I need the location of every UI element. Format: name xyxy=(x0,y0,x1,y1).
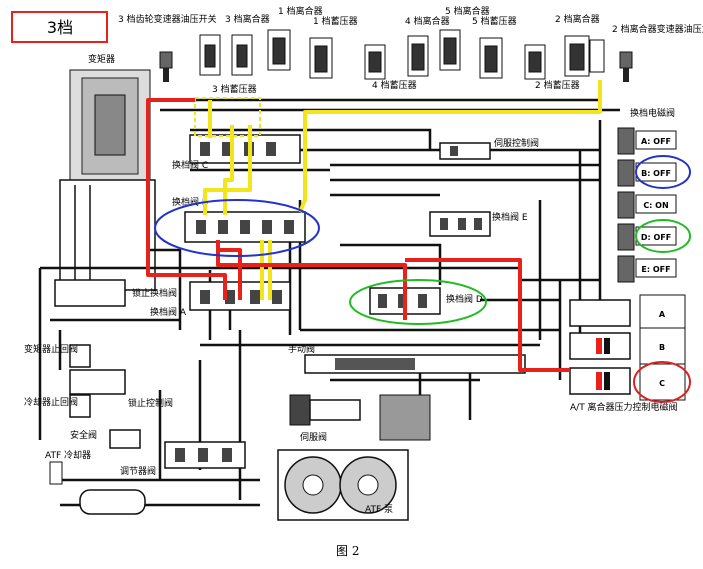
cpc-solenoid-b: B xyxy=(569,327,686,365)
servo-control-valve-label: 伺服控制阀 xyxy=(494,137,539,149)
torque-converter xyxy=(59,69,156,291)
accumulator1-label: 1 档蓄压器 xyxy=(313,15,358,27)
atf-pump xyxy=(277,449,409,521)
clutch2-pressure-switch-part xyxy=(619,51,633,82)
shift-valve-a-spools xyxy=(200,290,282,304)
servo-control-valve-spool xyxy=(450,146,458,156)
relief-valve xyxy=(109,429,141,449)
shift-solenoids-label: 换档电磁阀 xyxy=(630,107,675,119)
tc-check-valve-label: 变矩器止回阀 xyxy=(24,343,78,355)
torque-converter-label: 变矩器 xyxy=(88,53,115,65)
manual-valve-spool xyxy=(335,358,415,370)
lockup-control-valve-label: 锁止控制阀 xyxy=(128,397,173,409)
red-pressure-path xyxy=(146,98,570,372)
clutch4-label: 4 档离合器 xyxy=(405,15,450,27)
green-highlight-solenoid-d xyxy=(635,219,691,253)
yellow-pressure-path xyxy=(203,80,602,300)
accumulator4-label: 4 档蓄压器 xyxy=(372,79,417,91)
cpc-solenoid-a: A xyxy=(569,294,686,332)
lockup-shift-valve xyxy=(54,279,126,307)
atf-pump-label: ATF 泵 xyxy=(365,504,393,515)
red-highlight-cpc-c xyxy=(633,361,691,403)
shift-valve-d-spools xyxy=(378,294,427,308)
cpc-solenoid-c: C xyxy=(569,363,686,401)
lockup-control-valve xyxy=(69,369,126,395)
accumulator3-label: 3 档蓄压器 xyxy=(212,83,257,95)
pressure-control-solenoids-label: A/T 离合器压力控制电磁阀 xyxy=(570,401,678,413)
cpc-a-label: A xyxy=(659,310,666,319)
shift-valve-a-label: 换档阀 A xyxy=(150,306,187,318)
shift-valve-b-spools xyxy=(196,220,294,234)
regulator-valve-label: 调节器阀 xyxy=(120,466,156,477)
shift-valve-e-spools xyxy=(440,218,482,230)
relief-valve-label: 安全阀 xyxy=(70,429,97,441)
solenoid-b: B: OFF xyxy=(635,162,677,182)
solenoid-c: C: ON xyxy=(635,194,677,214)
atf-cooler-label: ATF 冷却器 xyxy=(45,449,91,461)
clutch1-label: 1 档离合器 xyxy=(278,5,323,17)
servo-valve-label: 伺服阀 xyxy=(300,431,327,443)
accumulator5-label: 5 档蓄压器 xyxy=(472,15,517,27)
shift-valve-c-label: 换档阀 C xyxy=(172,159,208,171)
servo-valve xyxy=(289,394,431,441)
solenoid-e-label: E: OFF xyxy=(641,265,670,274)
solenoid-d-label: D: OFF xyxy=(641,233,671,242)
cooler-check-valve-label: 冷却器止回阀 xyxy=(24,396,78,408)
lockup-shift-valve-label: 锁止换档阀 xyxy=(132,287,177,299)
cpc-c-label: C xyxy=(659,379,665,388)
solenoid-a-label: A: OFF xyxy=(641,137,671,146)
yellow-dashed-box xyxy=(194,97,261,137)
title-text: 3档 xyxy=(47,18,73,37)
servo-control-valve xyxy=(439,142,491,160)
cooler-check-valve xyxy=(69,394,91,418)
clutch3-label: 3 档离合器 xyxy=(225,13,270,25)
solenoid-b-label: B: OFF xyxy=(641,169,671,178)
clutch2-label: 2 档离合器 xyxy=(555,13,600,25)
manual-valve-label: 手动阀 xyxy=(288,343,315,355)
top-clutch-row xyxy=(199,29,605,80)
shift-solenoid-stack xyxy=(617,127,635,283)
figure-caption: 图 2 xyxy=(336,544,359,558)
gear3-pressure-switch-part xyxy=(159,51,173,82)
title-box xyxy=(11,11,108,43)
regulator-valve-spools xyxy=(175,448,232,462)
green-highlight-shift-valve-d xyxy=(349,279,487,325)
gear3-pressure-switch-label: 3 档齿轮变速器油压开关 xyxy=(118,13,217,25)
shift-valve-e-label: 换档阀 E xyxy=(492,211,528,223)
clutch2-pressure-switch-label: 2 档离合器变速器油压力开关 xyxy=(612,23,703,35)
atf-cooler xyxy=(49,461,146,515)
blue-highlight-solenoid-b xyxy=(635,155,691,189)
blue-highlight-shift-valve-b xyxy=(154,199,320,257)
cpc-b-label: B xyxy=(659,343,665,352)
accumulator2-label: 2 档蓄压器 xyxy=(535,79,580,91)
shift-valve-b-label: 换档阀 B xyxy=(172,196,208,208)
clutch5-label: 5 档离合器 xyxy=(445,5,490,17)
tc-check-valve xyxy=(69,344,91,368)
shift-valve-d-label: 换档阀 D xyxy=(446,293,483,305)
solenoid-a: A: OFF xyxy=(635,130,677,150)
solenoid-c-label: C: ON xyxy=(643,201,668,210)
solenoid-e: E: OFF xyxy=(635,258,677,278)
solenoid-d: D: OFF xyxy=(635,226,677,246)
